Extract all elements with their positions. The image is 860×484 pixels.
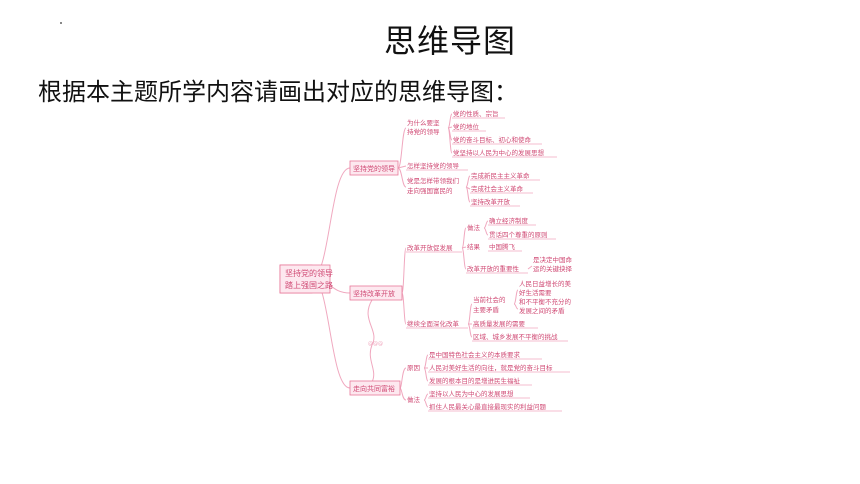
- b3-reason-item: 发展的根本目的是增进民生福祉: [429, 376, 521, 385]
- b2-importance: 改革开放的重要性: [467, 264, 520, 273]
- watermark: @@@: [368, 341, 383, 347]
- b2-quality: 高质量发展的需要: [473, 319, 526, 328]
- b3-method-item: 抓住人民最关心最直接最现实的利益问题: [429, 402, 547, 411]
- b1-why-2: 持党的领导: [407, 127, 440, 136]
- b2-gap-2: 发展之间的矛盾: [519, 306, 565, 315]
- b1-why-item: 党的奋斗目标、初心和使命: [453, 135, 532, 144]
- svg-text:坚持改革开放: 坚持改革开放: [353, 289, 395, 298]
- b1-why-item: 党的地位: [453, 122, 480, 131]
- svg-text:走向共同富裕: 走向共同富裕: [353, 384, 395, 393]
- b2-contradiction-1: 当前社会的: [473, 295, 506, 304]
- svg-text:坚持党的领导: 坚持党的领导: [353, 164, 395, 173]
- root-line-2: 踏上强国之路: [285, 280, 333, 290]
- b2-deepen: 继续全面深化改革: [407, 319, 460, 328]
- b2-importance-1: 是决定中国命: [533, 255, 573, 264]
- b3-method: 做法: [407, 395, 421, 404]
- root-line-1: 坚持党的领导: [285, 268, 333, 278]
- b1-path-1: 党是怎样带领我们: [407, 176, 459, 185]
- b1-why-1: 为什么要坚: [407, 118, 440, 127]
- b3-reason-item: 人民对美好生活的向往，就是党的奋斗目标: [429, 363, 553, 372]
- b2-gap: 区域、城乡发展不平衡的挑战: [473, 332, 558, 341]
- b2-need-1: 人民日益增长的美: [519, 279, 572, 288]
- b2-contradiction-2: 主要矛盾: [473, 305, 500, 314]
- b1-path-item: 完成新民主主义革命: [471, 171, 530, 180]
- b1-path-2: 走向强国富民的: [407, 186, 453, 195]
- b1-path-item: 坚持改革开放: [471, 197, 511, 206]
- b2-gap-1: 和不平衡不充分的: [519, 297, 572, 306]
- b1-how: 怎样坚持党的领导: [407, 161, 460, 170]
- b2-reform: 改革开放促发展: [407, 243, 453, 252]
- branch-party-leadership: 坚持党的领导: [349, 160, 399, 176]
- b3-reason: 原因: [407, 364, 420, 372]
- b1-why-item: 党的性质、宗旨: [453, 109, 499, 118]
- b2-result: 结果: [467, 242, 481, 251]
- branch-common-prosperity: 走向共同富裕: [349, 380, 401, 396]
- b1-path-item: 完成社会主义革命: [471, 184, 524, 193]
- b3-reason-item: 是中国特色社会主义的本质要求: [429, 350, 521, 359]
- branch-reform-opening: 坚持改革开放: [349, 285, 403, 301]
- b2-practice-item: 确立经济制度: [489, 216, 529, 225]
- b2-importance-2: 运的关键抉择: [533, 264, 573, 273]
- b3-method-item: 坚持以人民为中心的发展思想: [429, 389, 514, 398]
- b2-practice-item: 贯话四个尊重的原则: [489, 230, 548, 239]
- page-title: 思维导图: [383, 22, 516, 60]
- b2-need-2: 好生活需要: [519, 288, 552, 297]
- instruction-text: 根据本主题所学内容请画出对应的思维导图：: [38, 78, 518, 106]
- page-dot: [60, 22, 62, 24]
- b2-practice: 做法: [467, 223, 481, 232]
- b2-result-item: 中国腾飞: [489, 242, 516, 251]
- b1-why-item: 党坚持以人民为中心的发展思想: [453, 148, 545, 157]
- root-node: 坚持党的领导 踏上强国之路: [279, 264, 333, 294]
